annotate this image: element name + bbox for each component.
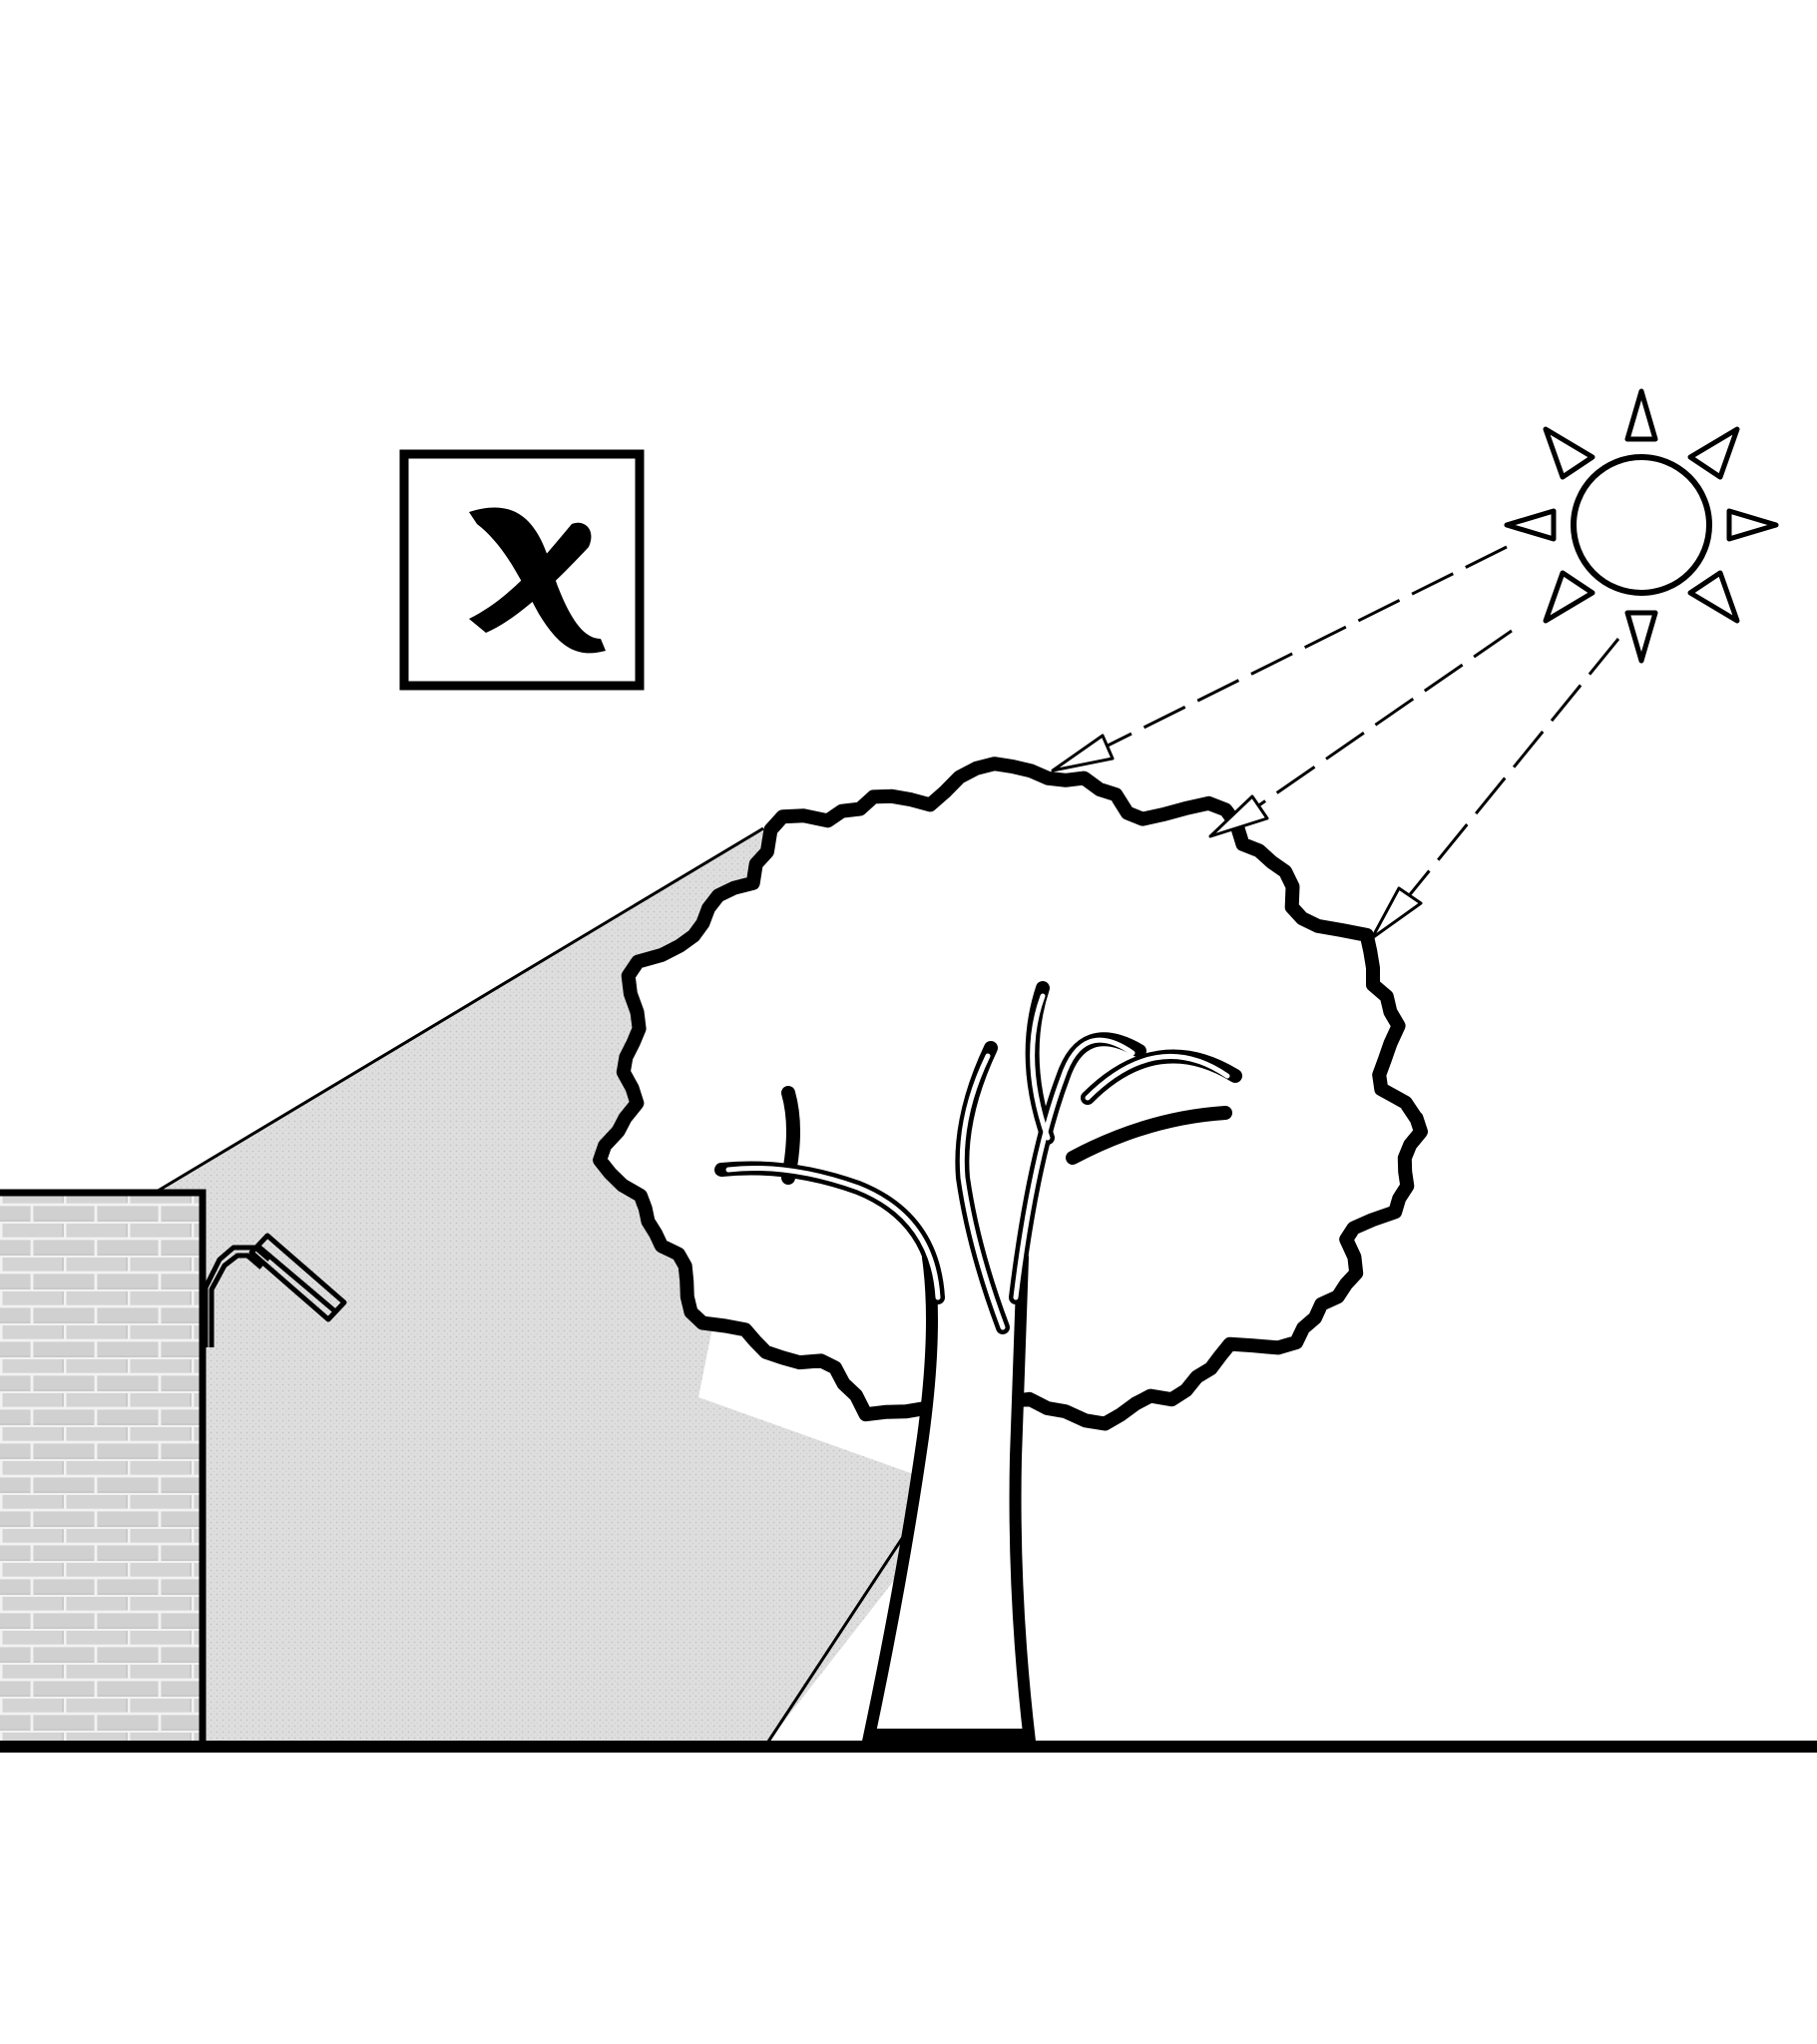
tree-shadow-area <box>155 828 978 1742</box>
sun-icon <box>1504 388 1779 664</box>
tree-trunk-base <box>870 1729 1030 1742</box>
cross-mark-icon <box>399 449 645 691</box>
brick-wall <box>0 1193 205 1742</box>
solar-panel <box>203 1233 347 1347</box>
shadow-lower-edge <box>766 1536 905 1743</box>
sun-rays <box>1051 545 1620 940</box>
sun-ray <box>1208 629 1513 838</box>
brick-wall-outline <box>0 1189 207 1742</box>
sun-ray <box>1051 545 1508 772</box>
tree-branch-highlights <box>725 993 1230 1330</box>
sun-ray <box>1370 638 1620 940</box>
shadow-upper-edge <box>154 826 764 1195</box>
